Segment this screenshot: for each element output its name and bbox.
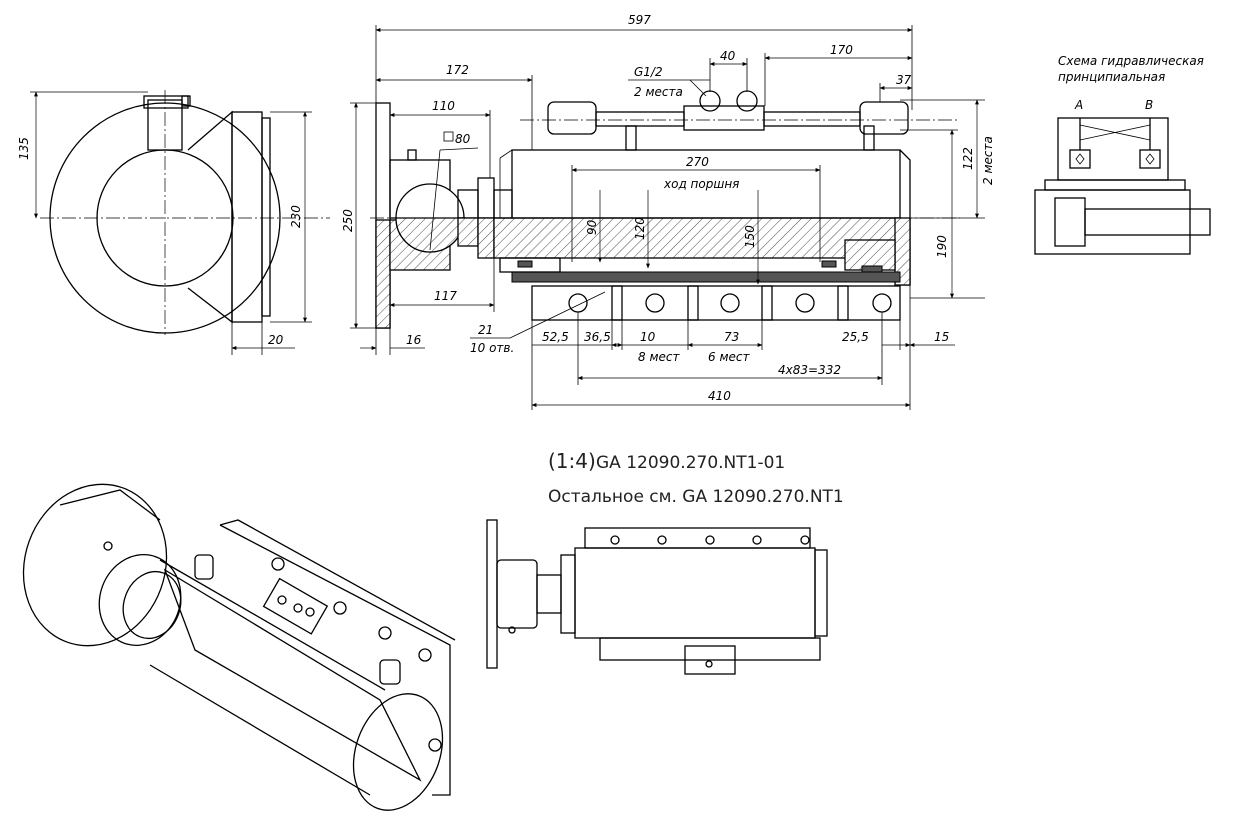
- dim-dia21: 21: [478, 323, 493, 337]
- dim-135: 135: [17, 137, 31, 160]
- dim-10-count: 8 мест: [638, 350, 680, 364]
- dim-110: 110: [432, 99, 455, 113]
- dim-230: 230: [289, 205, 303, 228]
- dim-73: 73: [724, 330, 739, 344]
- reference-note: Остальное см. GA 12090.270.NT1: [548, 487, 844, 507]
- dim-dia150: 150: [743, 225, 757, 248]
- scheme-title-1: Схема гидравлическая: [1058, 54, 1204, 68]
- dim-122-count: 2 места: [981, 136, 995, 185]
- stroke-label: ход поршня: [663, 177, 739, 191]
- dim-25-5: 25,5: [842, 330, 869, 344]
- dim-20: 20: [268, 333, 284, 347]
- dim-dia120: 120: [633, 217, 647, 240]
- dim-190: 190: [935, 235, 949, 258]
- dim-73-count: 6 мест: [708, 350, 750, 364]
- dim-port-count: 2 места: [634, 85, 683, 99]
- dim-port-thread: G1/2: [634, 65, 663, 79]
- dim-117: 117: [434, 289, 457, 303]
- dim-36-5: 36,5: [584, 330, 611, 344]
- dim-dia90: 90: [585, 219, 599, 235]
- scheme-port-a: A: [1074, 98, 1083, 112]
- dim-dia250: 250: [341, 209, 355, 232]
- plan-view: [486, 519, 828, 675]
- dim-122: 122: [961, 147, 975, 170]
- dim-40: 40: [720, 49, 736, 63]
- end-view: [30, 90, 330, 355]
- dim-52-5: 52,5: [542, 330, 569, 344]
- section-view: [350, 25, 985, 410]
- scale-label: (1:4): [548, 449, 596, 473]
- scheme-title-2: принципиальная: [1058, 70, 1165, 84]
- dim-10: 10: [640, 330, 656, 344]
- dim-597: 597: [628, 13, 651, 27]
- model-label: GA 12090.270.NT1-01: [596, 453, 785, 473]
- dim-pitch: 4x83=332: [778, 363, 841, 377]
- dim-holes-count: 10 отв.: [470, 341, 514, 355]
- dim-square-80: 80: [455, 132, 471, 146]
- dim-270: 270: [686, 155, 709, 169]
- hydraulic-scheme: [1034, 117, 1211, 255]
- dim-170: 170: [830, 43, 853, 57]
- dim-16: 16: [406, 333, 422, 347]
- scheme-port-b: B: [1145, 98, 1153, 112]
- isometric-view: [22, 483, 456, 811]
- dim-37: 37: [896, 73, 912, 87]
- dim-172: 172: [446, 63, 469, 77]
- dim-410: 410: [708, 389, 731, 403]
- dim-15: 15: [934, 330, 949, 344]
